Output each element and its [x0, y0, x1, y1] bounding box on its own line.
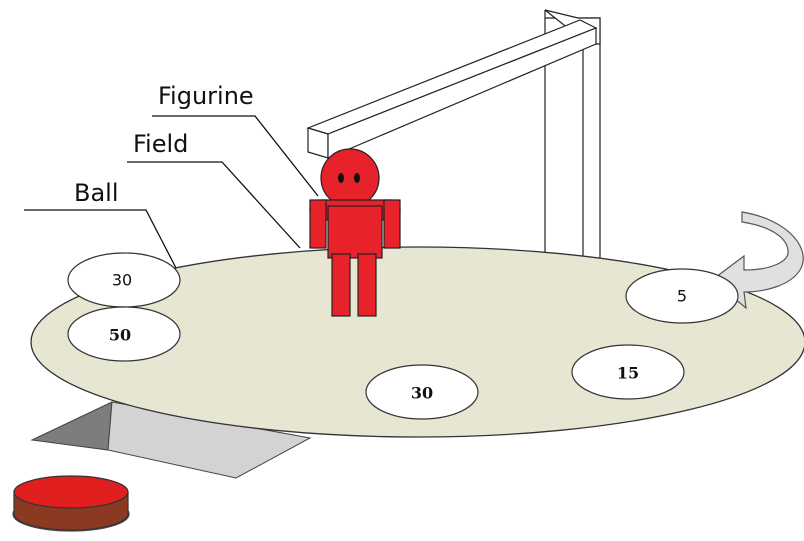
field-label: Field	[133, 130, 189, 158]
ball: 5	[625, 268, 739, 324]
ball-value: 5	[677, 287, 687, 306]
red-button	[12, 475, 130, 532]
ball: 30	[67, 252, 181, 308]
ball-value: 30	[411, 384, 433, 403]
ball-value: 30	[112, 271, 132, 290]
crane-arm	[306, 9, 601, 259]
ball-value: 50	[109, 326, 131, 345]
ball-value: 15	[617, 364, 639, 383]
ball-leader	[24, 209, 177, 269]
ball-label: Ball	[74, 179, 119, 207]
ball: 15	[571, 344, 685, 400]
figurine	[309, 148, 401, 317]
ball-list: 30 50 30 15 5	[67, 252, 739, 420]
curved-rotation-arrow-icon	[711, 211, 804, 310]
leader-lines	[24, 115, 319, 269]
figurine-leader	[152, 115, 319, 197]
field-leader	[127, 161, 301, 249]
ramp	[30, 401, 312, 479]
ball: 30	[365, 364, 479, 420]
figurine-label: Figurine	[158, 82, 254, 110]
ball: 50	[67, 306, 181, 362]
